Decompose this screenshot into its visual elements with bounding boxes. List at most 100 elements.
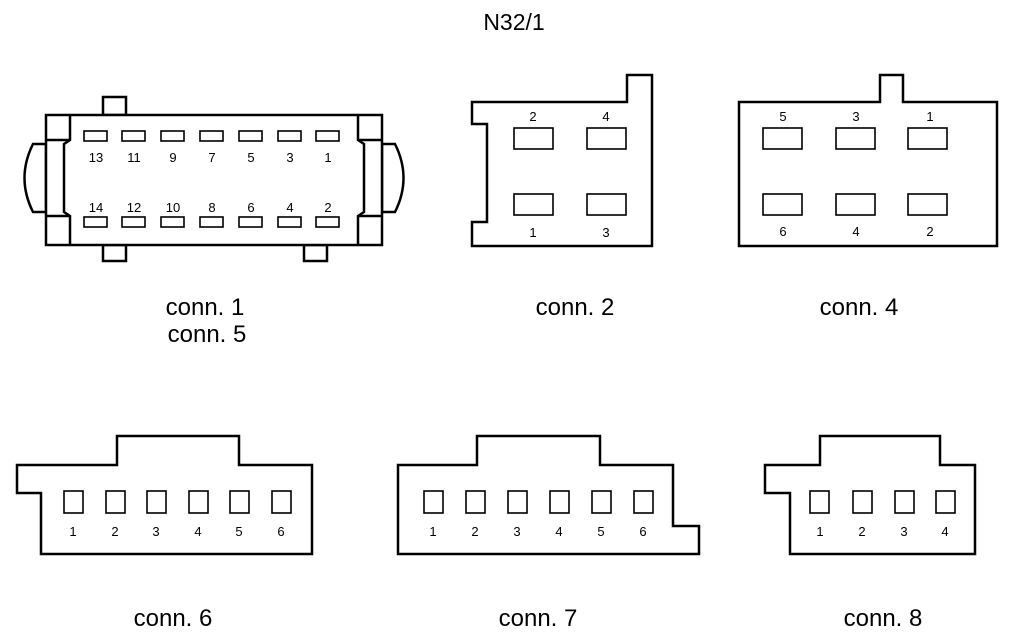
pin-label: 3 xyxy=(513,524,520,539)
pin-label: 3 xyxy=(602,225,609,240)
pin-slot xyxy=(935,490,956,514)
pin-label: 2 xyxy=(858,524,865,539)
connector-2: 2 4 1 3 conn. 2 xyxy=(470,73,654,321)
pin-slot xyxy=(105,490,126,514)
connector-body xyxy=(470,73,654,248)
pin-slot xyxy=(83,130,108,142)
pin-slot xyxy=(835,193,876,216)
pin-label: 10 xyxy=(166,200,180,215)
connector-caption: conn. 2 xyxy=(536,294,615,321)
pin-slot xyxy=(513,193,554,216)
pin-slot xyxy=(199,130,224,142)
pin-slot xyxy=(633,490,654,514)
pin-slot xyxy=(894,490,915,514)
pin-slot xyxy=(835,127,876,150)
diagram-title: N32/1 xyxy=(483,9,544,35)
pin-label: 3 xyxy=(152,524,159,539)
pin-label: 4 xyxy=(941,524,948,539)
pin-slot xyxy=(852,490,873,514)
pin-label: 6 xyxy=(639,524,646,539)
pin-label: 9 xyxy=(169,150,176,165)
pin-label: 1 xyxy=(324,150,331,165)
left-latch xyxy=(23,142,48,214)
bottom-key-tab-left xyxy=(101,243,128,263)
pin-slot xyxy=(146,490,167,514)
pin-slot xyxy=(586,127,627,150)
connector-caption: conn. 6 xyxy=(134,605,213,632)
pin-slot xyxy=(315,216,340,228)
pin-label: 2 xyxy=(324,200,331,215)
pin-slot xyxy=(229,490,250,514)
pin-slot xyxy=(63,490,84,514)
pin-label: 2 xyxy=(529,109,536,124)
inner-frame-left xyxy=(62,115,72,245)
pin-slot xyxy=(465,490,486,514)
pin-slot xyxy=(83,216,108,228)
pin-label: 1 xyxy=(816,524,823,539)
connector-4: 5 3 1 6 4 2 conn. 4 xyxy=(737,73,999,321)
pin-label: 3 xyxy=(900,524,907,539)
pin-slot xyxy=(121,130,146,142)
pin-label: 8 xyxy=(208,200,215,215)
connector-7: 1 2 3 4 5 6 conn. 7 xyxy=(396,434,701,632)
pin-label: 1 xyxy=(926,109,933,124)
pin-label: 6 xyxy=(247,200,254,215)
pin-slot xyxy=(160,216,185,228)
pin-slot xyxy=(315,130,340,142)
connector-1-5: 13 11 9 7 5 3 1 14 12 10 8 6 4 2 conn. 1… xyxy=(23,95,405,348)
pin-slot xyxy=(271,490,292,514)
pin-label: 2 xyxy=(926,224,933,239)
pin-slot xyxy=(277,130,302,142)
right-latch xyxy=(380,142,405,214)
pin-slot xyxy=(238,130,263,142)
pin-label: 1 xyxy=(529,225,536,240)
pin-slot xyxy=(238,216,263,228)
pin-slot xyxy=(762,193,803,216)
pin-slot xyxy=(591,490,612,514)
pin-label: 4 xyxy=(286,200,293,215)
pin-label: 1 xyxy=(69,524,76,539)
pin-slot xyxy=(907,127,948,150)
pin-slot xyxy=(199,216,224,228)
pin-label: 3 xyxy=(286,150,293,165)
pin-label: 2 xyxy=(471,524,478,539)
pin-label: 2 xyxy=(111,524,118,539)
pin-slot xyxy=(121,216,146,228)
pin-slot xyxy=(549,490,570,514)
pin-label: 4 xyxy=(555,524,562,539)
connector-body xyxy=(737,73,999,248)
pin-slot xyxy=(160,130,185,142)
pin-label: 1 xyxy=(429,524,436,539)
bottom-key-tab-right xyxy=(302,243,329,263)
pin-slot xyxy=(762,127,803,150)
pin-label: 6 xyxy=(277,524,284,539)
pin-slot xyxy=(507,490,528,514)
connector-caption: conn. 8 xyxy=(844,605,923,632)
inner-frame-right xyxy=(356,115,366,245)
pin-label: 14 xyxy=(89,200,103,215)
pin-label: 6 xyxy=(779,224,786,239)
pin-label: 5 xyxy=(235,524,242,539)
pin-slot xyxy=(513,127,554,150)
connector-body xyxy=(396,434,701,556)
pin-label: 5 xyxy=(597,524,604,539)
pin-slot xyxy=(188,490,209,514)
pin-label: 13 xyxy=(89,150,103,165)
pin-label: 11 xyxy=(127,150,141,165)
pin-slot xyxy=(907,193,948,216)
pin-label: 3 xyxy=(852,109,859,124)
connector-8: 1 2 3 4 conn. 8 xyxy=(763,434,977,632)
pin-label: 4 xyxy=(602,109,609,124)
connector-caption: conn. 5 xyxy=(168,321,247,348)
connector-6: 1 2 3 4 5 6 conn. 6 xyxy=(15,434,314,632)
pin-label: 5 xyxy=(779,109,786,124)
connector-caption: conn. 7 xyxy=(499,605,578,632)
pin-slot xyxy=(423,490,444,514)
pin-label: 4 xyxy=(852,224,859,239)
pin-slot xyxy=(586,193,627,216)
pin-slot xyxy=(277,216,302,228)
pin-slot xyxy=(809,490,830,514)
connector-caption: conn. 4 xyxy=(820,294,899,321)
pin-label: 12 xyxy=(127,200,141,215)
